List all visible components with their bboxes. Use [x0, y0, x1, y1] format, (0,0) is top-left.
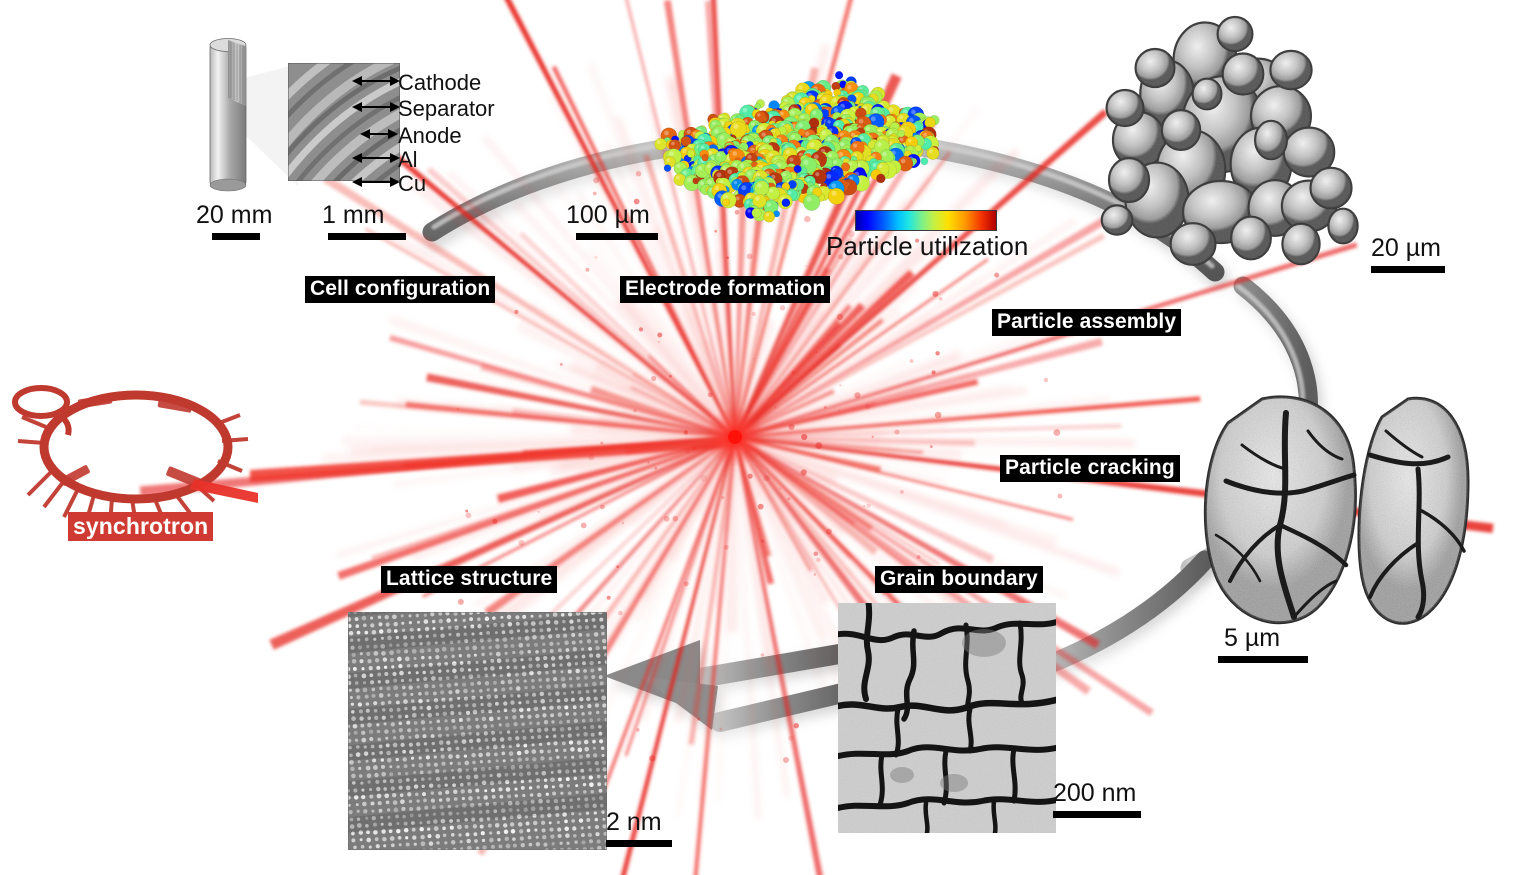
scale-bar-20mm: 20 mm	[196, 203, 272, 240]
layer-label-separator: Separator	[398, 96, 495, 121]
scale-bar-20mm-rule	[212, 233, 260, 240]
particle-cracking-image	[1203, 395, 1470, 625]
scale-bar-5um: 5 µm	[1218, 624, 1308, 663]
cylindrical-cell-icon	[209, 38, 247, 192]
label-electrode-formation: Electrode formation	[620, 276, 831, 304]
scale-bar-20mm-text: 20 mm	[196, 201, 273, 229]
scale-bar-20um-text: 20 µm	[1371, 234, 1441, 262]
label-cell-configuration: Cell configuration	[305, 276, 496, 304]
scale-bar-5um-text: 5 µm	[1224, 624, 1281, 652]
scale-bar-100um-text: 100 µm	[566, 201, 650, 229]
layer-label-cu: Cu	[398, 171, 427, 196]
scale-bar-200nm-rule	[1053, 811, 1141, 818]
layer-label-al: Al	[398, 147, 418, 172]
label-grain-boundary: Grain boundary	[875, 566, 1043, 594]
scale-bar-20um: 20 µm	[1371, 236, 1445, 273]
scale-bar-2nm: 2 nm	[606, 810, 672, 847]
scale-bar-1mm-rule	[328, 233, 406, 240]
scale-bar-100um: 100 µm	[566, 203, 658, 240]
layer-label-cathode: Cathode	[398, 70, 482, 95]
lattice-structure-image	[348, 612, 607, 850]
scale-bar-1mm: 1 mm	[322, 203, 406, 240]
scale-bar-2nm-rule	[606, 840, 672, 847]
particle-utilization-colorbar	[855, 210, 997, 231]
cell-zoom-wedge	[244, 64, 298, 186]
scale-bar-200nm: 200 nm	[1053, 781, 1141, 818]
colorbar-label: Particle utilization	[826, 231, 1029, 261]
scale-bar-20um-rule	[1371, 266, 1445, 273]
scale-bar-5um-rule	[1218, 656, 1308, 663]
layer-label-anode: Anode	[398, 123, 462, 148]
label-particle-cracking: Particle cracking	[1000, 455, 1180, 483]
synchrotron-icon	[12, 385, 258, 525]
scale-bar-1mm-text: 1 mm	[322, 201, 385, 229]
scale-bar-2nm-text: 2 nm	[606, 808, 662, 836]
label-synchrotron: synchrotron	[68, 512, 214, 542]
particle-assembly-image	[1100, 15, 1359, 266]
ribbon-bottom	[1030, 550, 1215, 678]
ribbon-arrow-to-lattice	[604, 640, 865, 732]
label-particle-assembly: Particle assembly	[992, 309, 1182, 337]
scale-bar-100um-rule	[576, 233, 658, 240]
grain-boundary-image	[838, 603, 1056, 833]
label-lattice-structure: Lattice structure	[381, 566, 558, 594]
scale-bar-200nm-text: 200 nm	[1053, 779, 1137, 807]
